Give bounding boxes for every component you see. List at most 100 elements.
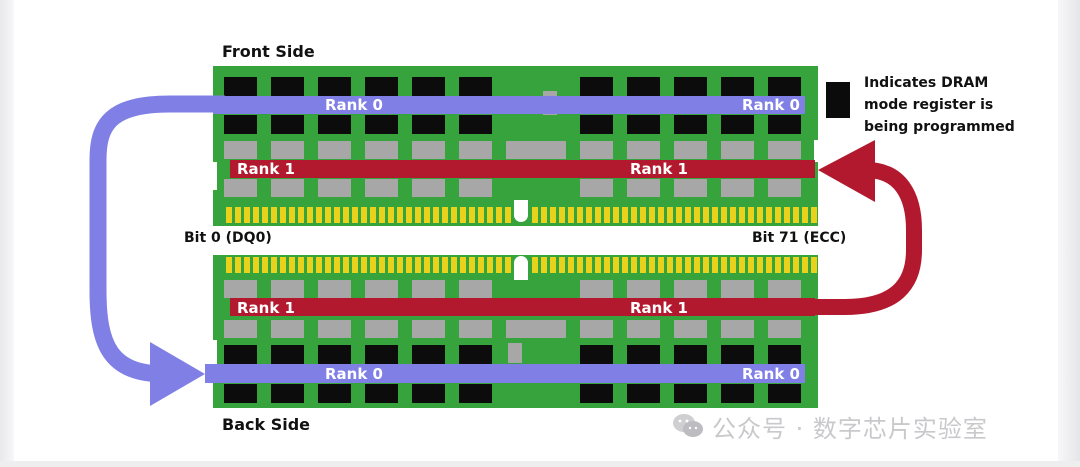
back-dram-chip	[459, 384, 492, 403]
back-dram-chip-gray	[412, 280, 445, 298]
back-dram-chip	[627, 345, 660, 364]
watermark: 公众号 · 数字芯片实验室	[672, 409, 988, 443]
front-gold-finger	[631, 207, 637, 223]
wechat-icon	[673, 414, 703, 437]
back-gold-finger	[397, 257, 403, 273]
back-dram-chip	[224, 345, 257, 364]
front-dram-chip-gray	[627, 179, 660, 197]
front-dram-chip-gray	[459, 141, 492, 159]
back-dram-chip-gray	[768, 280, 801, 298]
back-dram-chip	[768, 384, 801, 403]
front-dram-chip-top	[224, 77, 257, 96]
front-dram-chip-top	[580, 77, 613, 96]
back-gold-finger	[568, 257, 574, 273]
legend-line-3: being programmed	[864, 119, 1015, 135]
front-gold-finger	[343, 207, 349, 223]
front-dram-chip-gray	[224, 179, 257, 197]
front-dram-chip-gray	[768, 179, 801, 197]
back-gold-finger	[721, 257, 727, 273]
front-dram-chip-top	[459, 77, 492, 96]
back-small-chip	[508, 343, 522, 363]
front-dram-chip-top	[721, 77, 754, 96]
front-dram-chip-top	[318, 115, 351, 134]
back-gold-finger	[559, 257, 565, 273]
back-gold-finger	[541, 257, 547, 273]
back-dram-chip	[580, 345, 613, 364]
back-gold-finger	[298, 257, 304, 273]
back-gold-finger	[325, 257, 331, 273]
back-gold-finger	[478, 257, 484, 273]
back-gold-finger	[811, 257, 817, 273]
back-gold-finger	[766, 257, 772, 273]
front-gold-finger	[478, 207, 484, 223]
front-dram-chip-top	[674, 77, 707, 96]
front-gold-finger	[802, 207, 808, 223]
front-dram-chip-gray	[271, 141, 304, 159]
back-gold-finger	[334, 257, 340, 273]
back-dram-chip	[365, 345, 398, 364]
front-gold-finger	[694, 207, 700, 223]
front-dram-chip-gray	[459, 179, 492, 197]
back-dram-chip	[412, 384, 445, 403]
back-dram-chip-gray	[318, 320, 351, 338]
rank-arrows	[89, 95, 922, 406]
front-gold-finger	[595, 207, 601, 223]
legend-line-2: mode register is	[864, 97, 994, 113]
front-dram-chip-gray	[365, 179, 398, 197]
back-gold-finger	[271, 257, 277, 273]
front-rank0-label-right: Rank 0	[742, 96, 800, 114]
back-gold-finger	[469, 257, 475, 273]
front-gold-finger	[226, 207, 232, 223]
front-gold-finger	[712, 207, 718, 223]
back-dram-chip	[721, 384, 754, 403]
front-gold-finger	[784, 207, 790, 223]
back-gold-finger	[352, 257, 358, 273]
back-gold-finger	[505, 257, 511, 273]
legend-line-1: Indicates DRAM	[864, 75, 989, 91]
back-dram-chip-gray	[318, 280, 351, 298]
back-gold-finger	[739, 257, 745, 273]
back-dram-chip	[674, 384, 707, 403]
back-dram-chip-gray	[365, 320, 398, 338]
front-gold-finger	[271, 207, 277, 223]
front-gold-finger	[775, 207, 781, 223]
front-gold-finger	[541, 207, 547, 223]
front-dram-chip-top	[768, 77, 801, 96]
back-dram-chip-gray	[459, 280, 492, 298]
back-gold-finger	[316, 257, 322, 273]
front-dram-chip-top	[674, 115, 707, 134]
back-gold-finger	[658, 257, 664, 273]
front-gold-finger	[397, 207, 403, 223]
back-side-module	[213, 255, 818, 408]
back-rank0-label-left: Rank 0	[325, 365, 383, 383]
front-gold-finger	[676, 207, 682, 223]
front-dram-chip-top	[271, 115, 304, 134]
front-dram-chip-gray	[365, 141, 398, 159]
back-gold-finger	[802, 257, 808, 273]
back-gold-finger	[604, 257, 610, 273]
back-gold-finger	[406, 257, 412, 273]
front-rank1-label-right: Rank 1	[630, 160, 688, 178]
back-key-notch	[514, 256, 528, 280]
back-gold-finger	[433, 257, 439, 273]
front-gold-finger	[640, 207, 646, 223]
front-gold-finger	[505, 207, 511, 223]
front-gold-finger	[469, 207, 475, 223]
back-dram-chip	[318, 345, 351, 364]
front-gold-finger	[280, 207, 286, 223]
front-dram-chip-top	[412, 77, 445, 96]
front-gold-finger	[793, 207, 799, 223]
front-gold-finger	[253, 207, 259, 223]
back-gold-finger	[280, 257, 286, 273]
back-gold-finger	[307, 257, 313, 273]
back-gold-finger	[712, 257, 718, 273]
front-gold-finger	[316, 207, 322, 223]
front-gold-finger	[289, 207, 295, 223]
back-gold-finger	[775, 257, 781, 273]
front-dram-chip-top	[365, 77, 398, 96]
back-gold-finger	[361, 257, 367, 273]
front-rank0-label-left: Rank 0	[325, 96, 383, 114]
back-gold-finger	[370, 257, 376, 273]
front-dram-chip-gray	[224, 141, 257, 159]
back-gold-finger	[784, 257, 790, 273]
